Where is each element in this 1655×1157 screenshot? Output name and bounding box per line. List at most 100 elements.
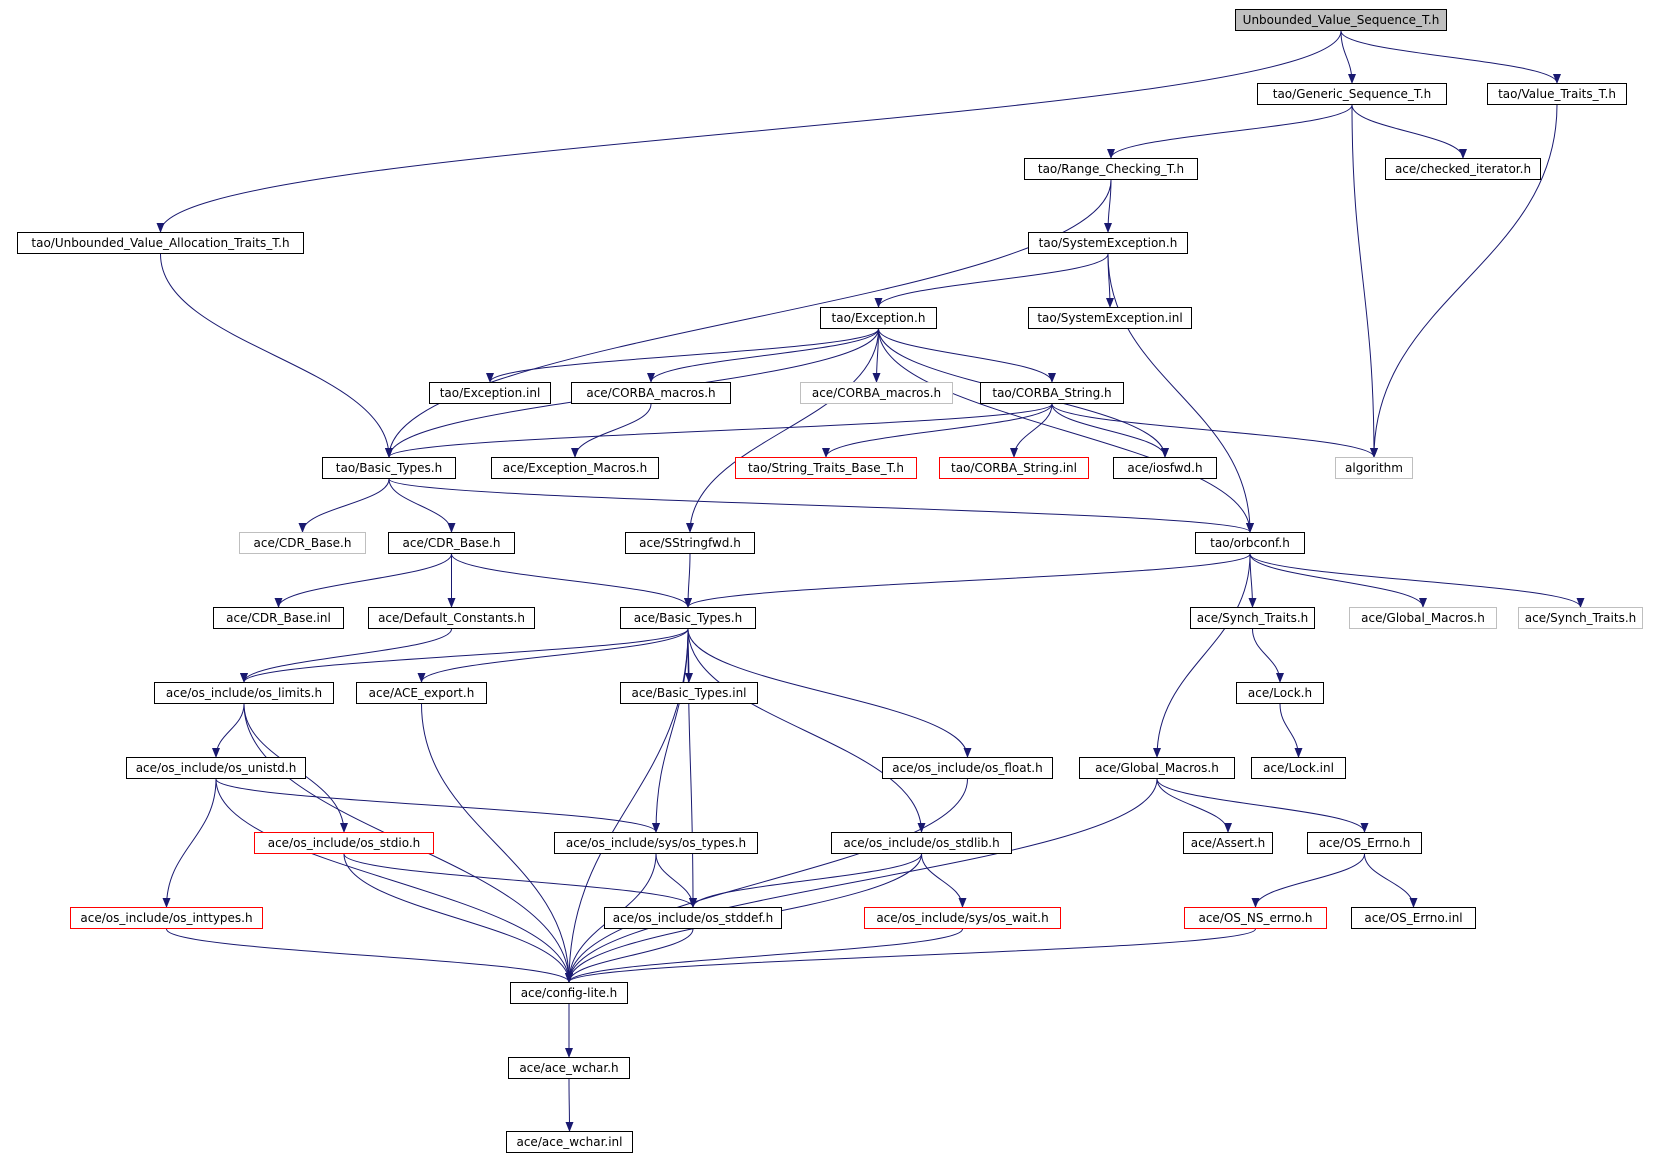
edge-bt-to-cdrg <box>298 478 390 533</box>
node-asrt[interactable]: ace/Assert.h <box>1183 832 1273 854</box>
edge-osty-to-osdef <box>655 853 697 908</box>
node-oslim[interactable]: ace/os_include/os_limits.h <box>154 682 334 704</box>
node-wchi[interactable]: ace/ace_wchar.inl <box>506 1131 633 1153</box>
edge-exh-to-orb <box>878 328 1254 533</box>
edge-cstr-to-csi <box>1010 403 1053 458</box>
edge-osun-to-cfg <box>215 778 573 983</box>
node-abt[interactable]: ace/Basic_Types.h <box>620 607 756 629</box>
node-exh[interactable]: tao/Exception.h <box>820 307 937 329</box>
edge-exh-to-cstr <box>878 328 1056 383</box>
node-chk[interactable]: ace/checked_iterator.h <box>1385 158 1541 180</box>
node-lock[interactable]: ace/Lock.h <box>1236 682 1324 704</box>
node-abti[interactable]: ace/Basic_Types.inl <box>620 682 758 704</box>
node-alg[interactable]: algorithm <box>1335 457 1413 479</box>
edge-abt-to-oslim <box>240 628 689 683</box>
node-wch[interactable]: ace/ace_wchar.h <box>508 1057 630 1079</box>
edge-uva-to-bt <box>160 253 393 458</box>
edge-osstdio-to-osdef <box>343 853 697 908</box>
node-locki[interactable]: ace/Lock.inl <box>1251 757 1346 779</box>
node-csi[interactable]: tao/CORBA_String.inl <box>939 457 1089 479</box>
edge-abt-to-osdef <box>687 628 697 908</box>
node-osstdio[interactable]: ace/os_include/os_stdio.h <box>254 832 434 854</box>
node-osun[interactable]: ace/os_include/os_unistd.h <box>126 757 306 779</box>
node-gmg[interactable]: ace/Global_Macros.h <box>1349 607 1497 629</box>
node-syng[interactable]: ace/Synch_Traits.h <box>1518 607 1643 629</box>
node-osnse[interactable]: ace/OS_NS_errno.h <box>1184 907 1327 929</box>
node-acm[interactable]: ace/CORBA_macros.h <box>571 382 731 404</box>
node-ssf[interactable]: ace/SStringfwd.h <box>625 532 755 554</box>
edge-sysx-to-exh <box>874 253 1109 308</box>
edge-sysx-to-orb <box>1107 253 1254 533</box>
node-syn[interactable]: ace/Synch_Traits.h <box>1190 607 1315 629</box>
edge-bt-to-cdr <box>388 478 456 533</box>
node-stb[interactable]: tao/String_Traits_Base_T.h <box>735 457 917 479</box>
edge-acm-to-exm <box>571 403 652 458</box>
edge-gen-to-rng <box>1107 104 1353 159</box>
edge-osfl-to-cfg <box>565 778 968 983</box>
edge-osdef-to-cfg <box>565 928 694 983</box>
node-uvs[interactable]: Unbounded_Value_Sequence_T.h <box>1235 9 1447 31</box>
edge-syn-to-lock <box>1252 628 1284 683</box>
edge-oserr-to-oserri <box>1364 853 1418 908</box>
node-oserr[interactable]: ace/OS_Errno.h <box>1307 832 1422 854</box>
edge-orb-to-gm <box>1153 553 1251 758</box>
edge-vtr-to-alg <box>1370 104 1558 458</box>
edge-osnse-to-cfg <box>565 928 1256 983</box>
node-oswait[interactable]: ace/os_include/sys/os_wait.h <box>864 907 1061 929</box>
edge-abt-to-osstdlib <box>687 628 926 833</box>
node-cdri[interactable]: ace/CDR_Base.inl <box>213 607 344 629</box>
node-defc[interactable]: ace/Default_Constants.h <box>368 607 535 629</box>
node-osfl[interactable]: ace/os_include/os_float.h <box>882 757 1053 779</box>
node-exm[interactable]: ace/Exception_Macros.h <box>491 457 659 479</box>
node-gm[interactable]: ace/Global_Macros.h <box>1079 757 1235 779</box>
node-iosf[interactable]: ace/iosfwd.h <box>1113 457 1217 479</box>
node-vtr[interactable]: tao/Value_Traits_T.h <box>1487 83 1627 105</box>
node-cfg[interactable]: ace/config-lite.h <box>510 982 628 1004</box>
edge-rng-to-bt <box>385 179 1112 458</box>
node-cdrg[interactable]: ace/CDR_Base.h <box>239 532 366 554</box>
node-orb[interactable]: tao/orbconf.h <box>1195 532 1305 554</box>
edge-defc-to-oslim <box>240 628 452 683</box>
node-cdr[interactable]: ace/CDR_Base.h <box>388 532 515 554</box>
edge-exh-to-exi <box>486 328 879 383</box>
node-cstr[interactable]: tao/CORBA_String.h <box>980 382 1124 404</box>
edge-acexp-to-cfg <box>421 703 573 983</box>
edge-cdr-to-cdri <box>274 553 452 608</box>
node-exi[interactable]: tao/Exception.inl <box>429 382 551 404</box>
edge-lock-to-locki <box>1279 703 1303 758</box>
edge-rng-to-sysx <box>1104 179 1113 233</box>
edge-uvs-to-gen <box>1340 30 1356 84</box>
edge-osstdlib-to-oswait <box>921 853 967 908</box>
node-rng[interactable]: tao/Range_Checking_T.h <box>1024 158 1198 180</box>
edge-cstr-to-bt <box>385 403 1053 458</box>
edge-osun-to-osty <box>215 778 660 833</box>
edge-gm-to-asrt <box>1156 778 1232 833</box>
edge-orb-to-abt <box>684 553 1251 608</box>
edge-osun-to-osint <box>162 778 217 908</box>
edge-oserr-to-osnse <box>1251 853 1365 908</box>
node-sysxi[interactable]: tao/SystemException.inl <box>1028 307 1192 329</box>
node-acmg[interactable]: ace/CORBA_macros.h <box>800 382 953 404</box>
edge-orb-to-syng <box>1249 553 1585 608</box>
edge-abt-to-osty <box>652 628 689 833</box>
edge-osint-to-cfg <box>166 928 573 983</box>
node-osint[interactable]: ace/os_include/os_inttypes.h <box>70 907 263 929</box>
node-sysx[interactable]: tao/SystemException.h <box>1028 232 1188 254</box>
edge-osstdlib-to-osdef <box>689 853 922 908</box>
edge-cstr-to-alg <box>1051 403 1378 458</box>
edge-exh-to-acm <box>647 328 879 383</box>
edge-cstr-to-iosf <box>1051 403 1169 458</box>
node-oserri[interactable]: ace/OS_Errno.inl <box>1351 907 1476 929</box>
node-osdef[interactable]: ace/os_include/os_stddef.h <box>604 907 782 929</box>
node-uva[interactable]: tao/Unbounded_Value_Allocation_Traits_T.… <box>17 232 304 254</box>
edge-abt-to-acexp <box>417 628 689 683</box>
node-bt[interactable]: tao/Basic_Types.h <box>322 457 456 479</box>
edge-osstdio-to-cfg <box>343 853 573 983</box>
edge-bt-to-orb <box>388 478 1254 533</box>
node-osstdlib[interactable]: ace/os_include/os_stdlib.h <box>831 832 1012 854</box>
node-gen[interactable]: tao/Generic_Sequence_T.h <box>1257 83 1447 105</box>
node-acexp[interactable]: ace/ACE_export.h <box>356 682 487 704</box>
edge-oslim-to-osun <box>212 703 245 758</box>
node-osty[interactable]: ace/os_include/sys/os_types.h <box>554 832 758 854</box>
edge-orb-to-gmg <box>1249 553 1427 608</box>
